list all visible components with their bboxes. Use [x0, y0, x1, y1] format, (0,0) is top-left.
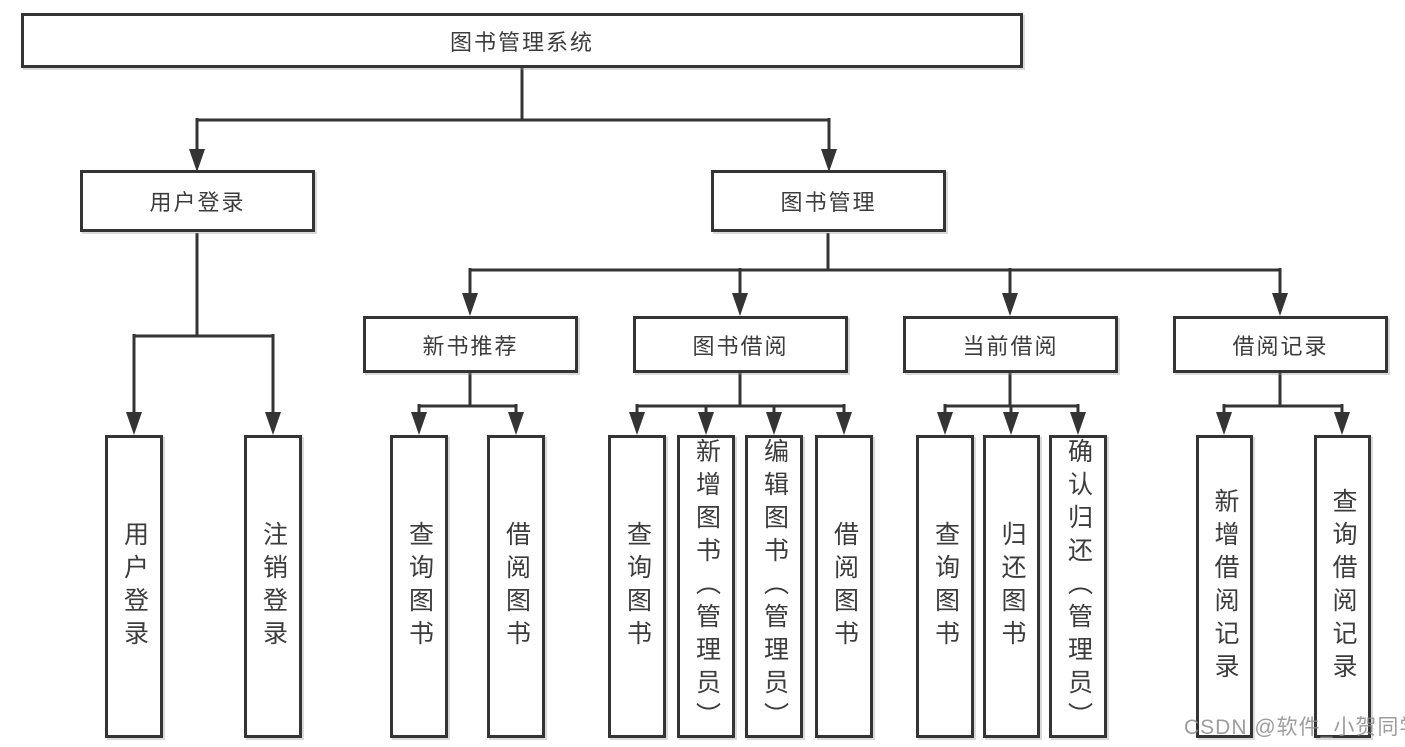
node-book-management-module: 图书管理: [711, 170, 946, 232]
leaf-borrow-books: 借阅图书: [815, 435, 873, 738]
node-root-system: 图书管理系统: [21, 13, 1023, 68]
leaf-query-books-recommend: 查询图书: [390, 435, 448, 738]
node-book-borrow: 图书借阅: [633, 316, 848, 373]
leaf-add-books-admin: 新增图书（管理员）: [677, 435, 735, 738]
leaf-query-borrow-record: 查询借阅记录: [1314, 435, 1371, 738]
node-current-borrow: 当前借阅: [903, 316, 1118, 373]
leaf-return-books: 归还图书: [983, 435, 1040, 738]
node-user-login-module: 用户登录: [80, 170, 315, 232]
leaf-add-borrow-record: 新增借阅记录: [1196, 435, 1253, 738]
csdn-watermark: CSDN @软件_小贺同学: [1184, 716, 1405, 739]
leaf-logout: 注销登录: [244, 435, 302, 738]
leaf-user-login: 用户登录: [105, 435, 163, 738]
leaf-edit-books-admin: 编辑图书（管理员）: [745, 435, 803, 738]
node-new-book-recommend: 新书推荐: [363, 316, 578, 373]
leaf-query-books-current: 查询图书: [916, 435, 974, 738]
leaf-confirm-return-admin: 确认归还（管理员）: [1049, 435, 1107, 738]
connector-edges: [132, 68, 1344, 416]
node-borrow-records: 借阅记录: [1173, 316, 1388, 373]
arrowheads: [126, 149, 1350, 435]
leaf-query-books-borrow: 查询图书: [608, 435, 666, 738]
leaf-borrow-books-recommend: 借阅图书: [487, 435, 545, 738]
